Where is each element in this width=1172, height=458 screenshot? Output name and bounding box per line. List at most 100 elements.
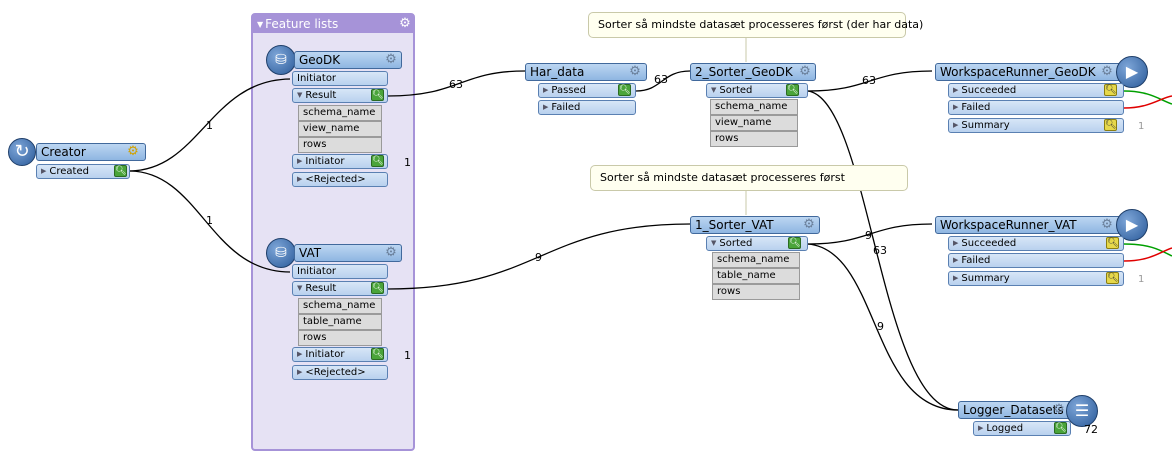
logger-gear-icon[interactable]: ⚙ — [1053, 402, 1065, 417]
geodk-port-result[interactable]: ▼Result — [292, 88, 388, 103]
wr-geodk-summary-count: 1 — [1138, 121, 1145, 132]
vat-port-initiator-out[interactable]: ▶Initiator — [292, 347, 388, 362]
geodk-port-initiator-out[interactable]: ▶Initiator — [292, 154, 388, 169]
creator-magnifier-icon[interactable]: 🔍︎ — [114, 165, 127, 177]
logger-port-logged[interactable]: ▶Logged — [973, 421, 1071, 436]
port-arrow-icon: ▶ — [953, 86, 959, 94]
note-connector — [745, 191, 747, 215]
vat-title: VAT — [299, 246, 322, 260]
note-connector — [745, 38, 747, 62]
port-arrow-icon: ▶ — [297, 368, 303, 376]
har-data-gear-icon[interactable]: ⚙ — [629, 64, 641, 79]
har-data-port-failed[interactable]: ▶Failed — [538, 100, 636, 115]
collapse-arrow-icon: ▼ — [297, 284, 303, 292]
har-data-passed-magnifier-icon[interactable]: 🔍︎ — [618, 84, 631, 96]
collapse-arrow-icon: ▼ — [711, 86, 717, 94]
database-icon: ⛁ — [266, 45, 296, 75]
wr-vat-port-succeeded[interactable]: ▶Succeeded — [948, 236, 1124, 251]
sorter-geodk-attr: rows — [710, 131, 798, 147]
geodk-gear-icon[interactable]: ⚙ — [385, 52, 397, 67]
geodk-attr: view_name — [298, 121, 382, 137]
port-arrow-icon: ▶ — [297, 175, 303, 183]
play-icon[interactable]: ▶ — [1116, 56, 1148, 88]
wr-geodk-header[interactable]: WorkspaceRunner_GeoDK — [935, 63, 1125, 81]
har-data-header[interactable]: Har_data — [525, 63, 647, 81]
wr-geodk-gear-icon[interactable]: ⚙ — [1101, 64, 1113, 79]
sorter-geodk-magnifier-icon[interactable]: 🔍︎ — [786, 84, 799, 96]
annotation-note-geodk[interactable]: Sorter så mindste datasæt processeres fø… — [588, 12, 923, 38]
logger-header[interactable]: Logger_Datasets — [958, 401, 1086, 419]
creator-header[interactable]: Creator — [36, 143, 146, 161]
count-creator-vat: 1 — [206, 214, 213, 227]
sorter-geodk-port-sorted[interactable]: ▼Sorted — [706, 83, 808, 98]
wr-geodk-summary-magnifier-icon[interactable]: 🔍︎ — [1104, 119, 1117, 131]
wr-geodk-port-summary[interactable]: ▶Summary — [948, 118, 1124, 133]
port-arrow-icon: ▶ — [953, 121, 959, 129]
sorter-geodk-attr: view_name — [710, 115, 798, 131]
wr-vat-port-summary[interactable]: ▶Summary — [948, 271, 1124, 286]
creator-title: Creator — [41, 145, 86, 159]
port-arrow-icon: ▶ — [978, 424, 984, 432]
sorter-vat-attr: table_name — [712, 268, 800, 284]
sorter-vat-port-sorted[interactable]: ▼Sorted — [706, 236, 808, 251]
geodk-header[interactable]: GeoDK — [294, 51, 402, 69]
annotation-note-vat[interactable]: Sorter så mindste datasæt processeres fø… — [590, 165, 908, 191]
sorter-geodk-header[interactable]: 2_Sorter_GeoDK — [690, 63, 816, 81]
sorter-vat-gear-icon[interactable]: ⚙ — [803, 217, 815, 232]
port-arrow-icon: ▶ — [953, 256, 959, 264]
port-arrow-icon: ▶ — [41, 167, 47, 175]
creator-gear-icon[interactable]: ⚙ — [127, 144, 139, 159]
list-icon[interactable]: ☰ — [1066, 395, 1098, 427]
port-arrow-icon: ▶ — [953, 239, 959, 247]
count-sorter-wrgeodk: 63 — [862, 74, 876, 87]
logger-magnifier-icon[interactable]: 🔍︎ — [1054, 422, 1067, 434]
vat-port-result[interactable]: ▼Result — [292, 281, 388, 296]
wr-geodk-succeeded-magnifier-icon[interactable]: 🔍︎ — [1104, 84, 1117, 96]
vat-header[interactable]: VAT — [294, 244, 402, 262]
bookmark-title: Feature lists — [265, 17, 339, 31]
sorter-vat-header[interactable]: 1_Sorter_VAT — [690, 216, 820, 234]
wr-vat-gear-icon[interactable]: ⚙ — [1101, 217, 1113, 232]
count-vat-sorter: 9 — [535, 251, 542, 264]
wr-vat-header[interactable]: WorkspaceRunner_VAT — [935, 216, 1125, 234]
wire-wrgeodk-failed — [1123, 95, 1172, 109]
bookmark-header[interactable]: ▼Feature lists — [253, 15, 413, 33]
creator-port-created[interactable]: ▶Created — [36, 164, 130, 179]
collapse-icon[interactable]: ▼ — [257, 20, 264, 29]
vat-attr: schema_name — [298, 298, 382, 314]
vat-initiator-magnifier-icon[interactable]: 🔍︎ — [371, 348, 384, 360]
play-icon[interactable]: ▶ — [1116, 209, 1148, 241]
geodk-result-magnifier-icon[interactable]: 🔍︎ — [371, 89, 384, 101]
count-geodk-hardata: 63 — [449, 78, 463, 91]
sorter-vat-attr: schema_name — [712, 252, 800, 268]
bookmark-gear-icon[interactable]: ⚙ — [399, 16, 411, 31]
wr-vat-port-failed[interactable]: ▶Failed — [948, 253, 1124, 268]
geodk-initiator-magnifier-icon[interactable]: 🔍︎ — [371, 155, 384, 167]
vat-gear-icon[interactable]: ⚙ — [385, 245, 397, 260]
logger-count: 72 — [1084, 423, 1098, 436]
sorter-geodk-gear-icon[interactable]: ⚙ — [799, 64, 811, 79]
geodk-port-initiator-in[interactable]: Initiator — [292, 71, 388, 86]
port-arrow-icon: ▶ — [297, 350, 303, 358]
wr-vat-summary-magnifier-icon[interactable]: 🔍︎ — [1106, 272, 1119, 284]
har-data-port-passed[interactable]: ▶Passed — [538, 83, 636, 98]
geodk-attr: rows — [298, 137, 382, 153]
vat-initiator-count: 1 — [404, 349, 411, 362]
wr-geodk-port-failed[interactable]: ▶Failed — [948, 100, 1124, 115]
database-icon: ⛁ — [266, 238, 296, 268]
sorter-vat-attr: rows — [712, 284, 800, 300]
vat-attr: table_name — [298, 314, 382, 330]
wr-geodk-port-succeeded[interactable]: ▶Succeeded — [948, 83, 1124, 98]
vat-port-initiator-in[interactable]: Initiator — [292, 264, 388, 279]
vat-port-rejected[interactable]: ▶<Rejected> — [292, 365, 388, 380]
port-arrow-icon: ▶ — [543, 86, 549, 94]
count-sortervat-logger: 9 — [877, 320, 884, 333]
vat-result-magnifier-icon[interactable]: 🔍︎ — [371, 282, 384, 294]
wr-vat-succeeded-magnifier-icon[interactable]: 🔍︎ — [1106, 237, 1119, 249]
collapse-arrow-icon: ▼ — [297, 91, 303, 99]
sorter-vat-magnifier-icon[interactable]: 🔍︎ — [788, 237, 801, 249]
sorter-geodk-attr: schema_name — [710, 99, 798, 115]
geodk-port-rejected[interactable]: ▶<Rejected> — [292, 172, 388, 187]
vat-attr: rows — [298, 330, 382, 346]
